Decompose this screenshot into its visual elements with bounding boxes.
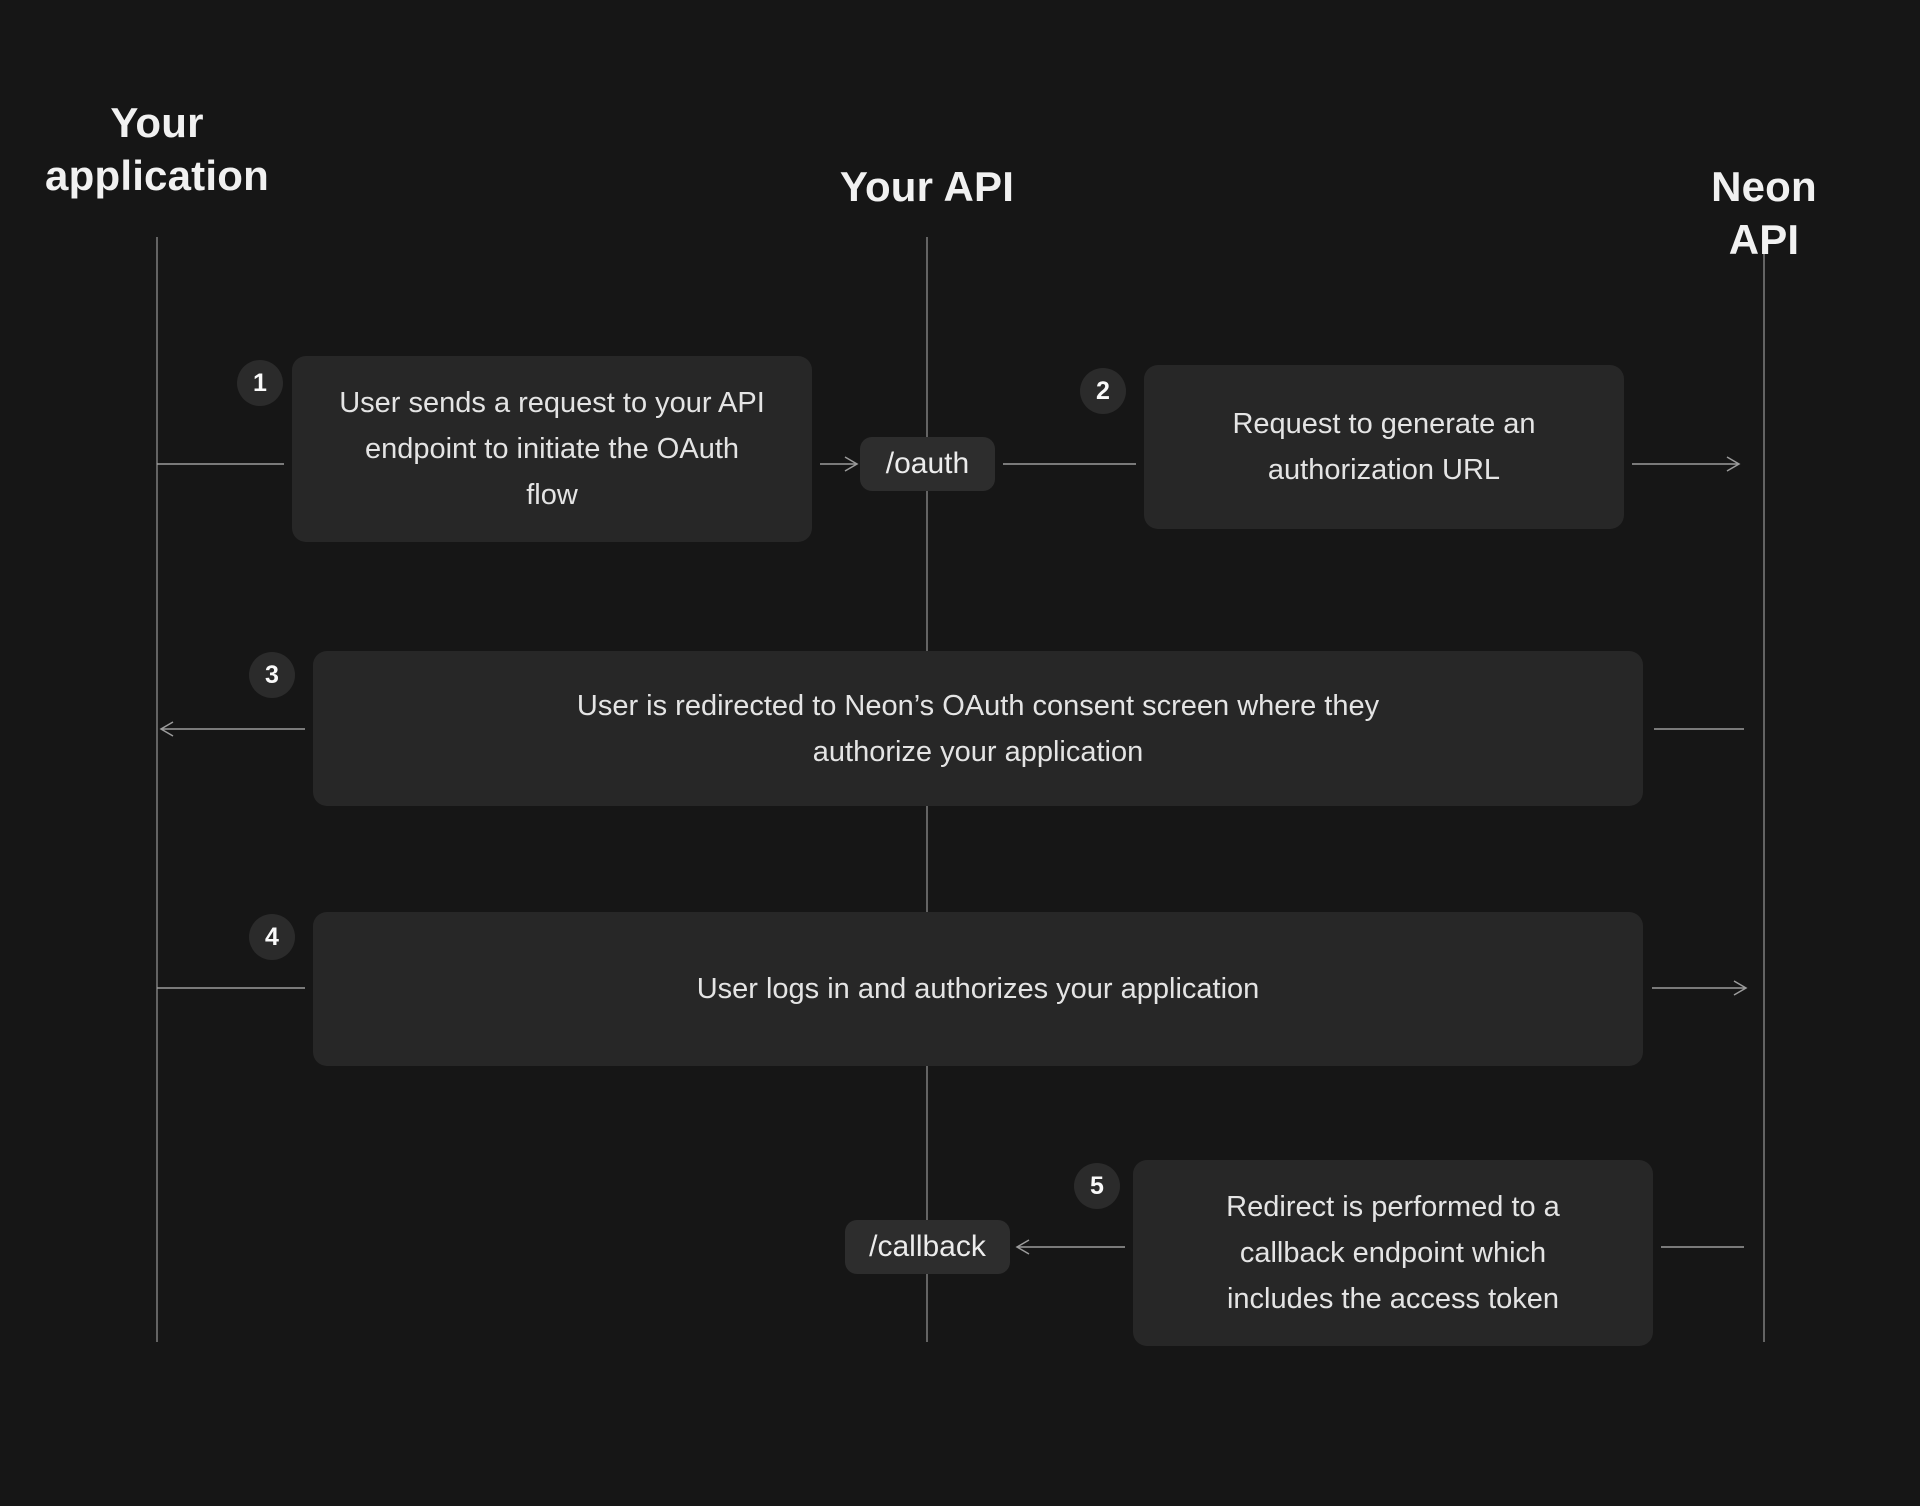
message-text: Redirect is performed to a callback endp… bbox=[1226, 1191, 1560, 1315]
arrowhead-step4-right bbox=[1733, 980, 1748, 996]
step-number: 1 bbox=[253, 368, 267, 397]
endpoint-label: /oauth bbox=[885, 447, 970, 480]
message-text: User logs in and authorizes your applica… bbox=[696, 973, 1260, 1005]
endpoint-pill-oauth: /oauth bbox=[860, 437, 995, 491]
step-badge-3: 3 bbox=[249, 652, 295, 698]
endpoint-label: /callback bbox=[869, 1230, 986, 1263]
step-number: 3 bbox=[265, 660, 279, 689]
message-text: Request to generate an authorization URL bbox=[1232, 408, 1536, 486]
arrowhead-step3-left bbox=[159, 721, 174, 737]
step-badge-2: 2 bbox=[1080, 368, 1126, 414]
step-badge-4: 4 bbox=[249, 914, 295, 960]
endpoint-pill-callback: /callback bbox=[845, 1220, 1010, 1274]
step-number: 4 bbox=[265, 922, 279, 951]
step-badge-1: 1 bbox=[237, 360, 283, 406]
message-box-step-1: User sends a request to your API endpoin… bbox=[292, 356, 812, 542]
message-box-step-2: Request to generate an authorization URL bbox=[1144, 365, 1624, 529]
lane-header-your-application: Your application bbox=[45, 99, 269, 199]
message-box-step-5: Redirect is performed to a callback endp… bbox=[1133, 1160, 1653, 1346]
message-text: User sends a request to your API endpoin… bbox=[339, 387, 765, 511]
lane-header-neon-api: Neon API bbox=[1711, 163, 1817, 263]
arrowhead-step2-right bbox=[1726, 456, 1741, 472]
message-box-step-3: User is redirected to Neon’s OAuth conse… bbox=[313, 651, 1643, 806]
step-number: 2 bbox=[1096, 376, 1110, 405]
message-text: User is redirected to Neon’s OAuth conse… bbox=[576, 689, 1380, 768]
message-box-step-4: User logs in and authorizes your applica… bbox=[313, 912, 1643, 1066]
step-badge-5: 5 bbox=[1074, 1163, 1120, 1209]
arrowhead-step1-right bbox=[844, 456, 859, 472]
step-number: 5 bbox=[1090, 1171, 1104, 1200]
message-arrows bbox=[157, 456, 1748, 1255]
arrowhead-step5-left bbox=[1015, 1239, 1030, 1255]
lane-header-your-api: Your API bbox=[839, 163, 1015, 210]
